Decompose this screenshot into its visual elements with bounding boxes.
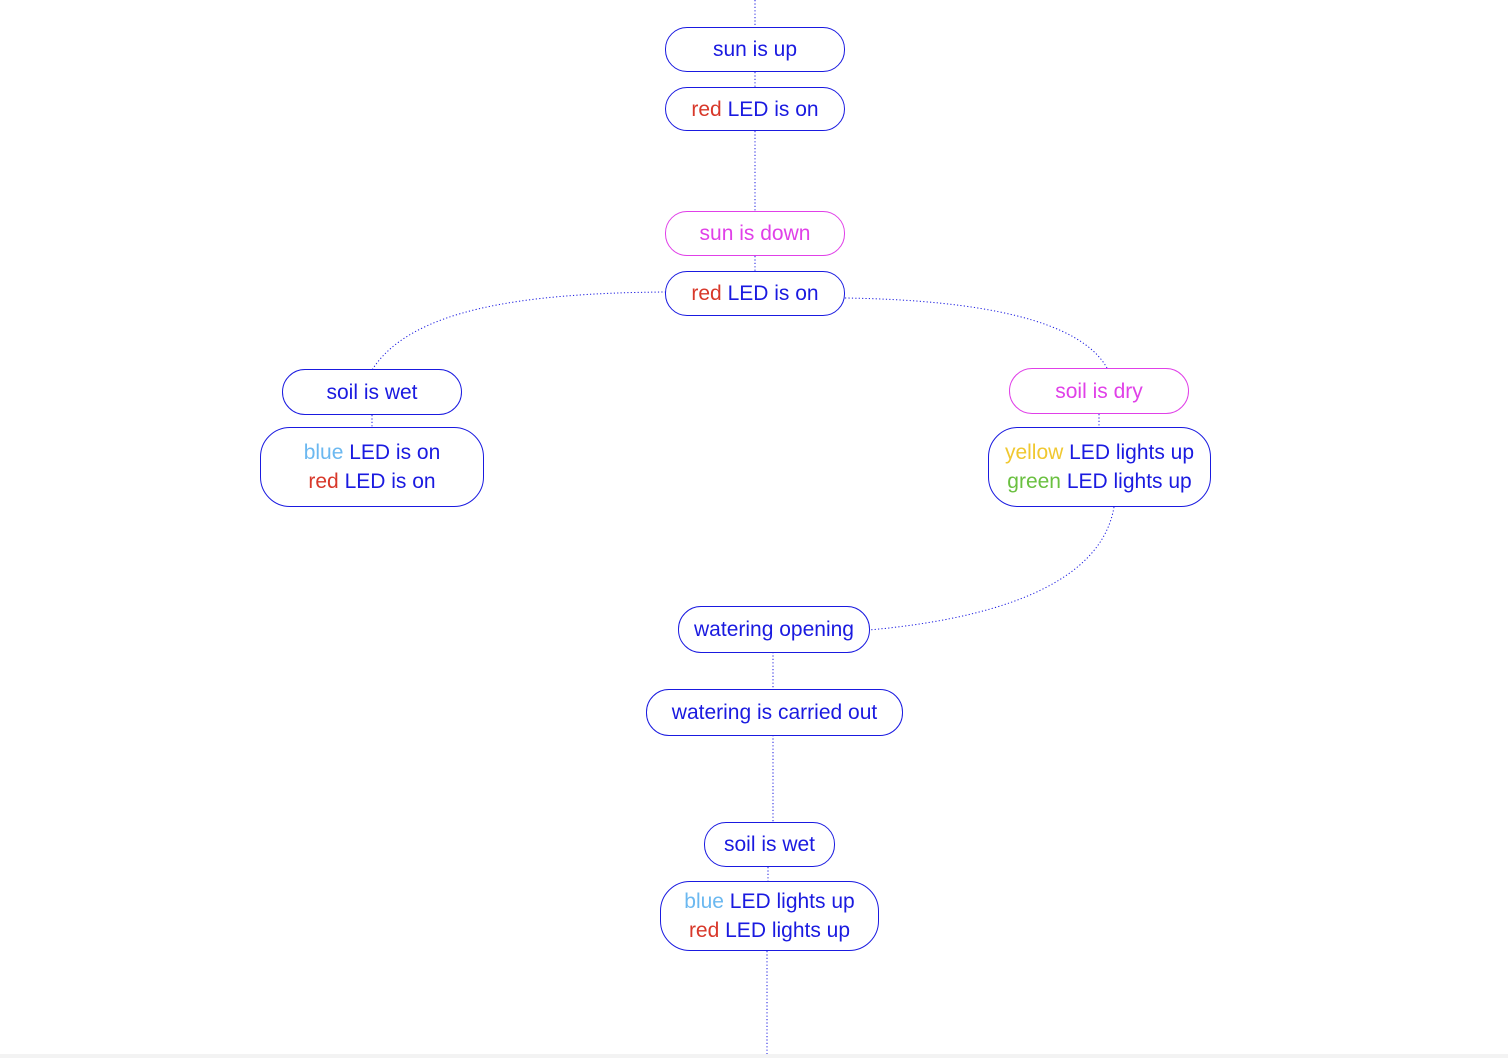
node-watering-is-carried-out: watering is carried out <box>646 689 903 736</box>
node-yellow-green-led-lights-up: yellow LED lights up green LED lights up <box>988 427 1211 507</box>
node-label: sun is up <box>712 38 798 61</box>
node-soil-is-dry: soil is dry <box>1009 368 1189 414</box>
node-label-line: blue LED is on <box>304 438 441 467</box>
node-blue-red-led-lights-up: blue LED lights up red LED lights up <box>660 881 879 951</box>
node-label-text: LED lights up <box>723 890 855 913</box>
node-label-text: LED is on <box>721 97 819 121</box>
led-color-word-red: red <box>691 97 722 121</box>
node-label-line: red LED is on <box>691 279 818 308</box>
node-label-line: yellow LED lights up <box>1005 438 1194 467</box>
node-label: soil is wet <box>326 380 418 404</box>
node-label-text: LED is on <box>343 441 441 464</box>
node-label-line: blue LED lights up <box>684 887 854 916</box>
node-label-text: LED lights up <box>1063 441 1195 464</box>
node-label: watering is carried out <box>671 701 878 724</box>
bottom-edge-strip <box>0 1054 1508 1058</box>
node-soil-is-wet-left: soil is wet <box>282 369 462 415</box>
node-label: watering opening <box>694 618 854 641</box>
node-red-led-on-2: red LED is on <box>665 271 845 316</box>
node-label: soil is dry <box>1055 379 1143 403</box>
node-red-led-on-1: red LED is on <box>665 87 845 131</box>
node-label-text: LED is on <box>338 470 436 493</box>
led-color-word-red: red <box>688 919 720 942</box>
led-color-word-blue: blue <box>684 890 724 913</box>
node-label: soil is wet <box>723 833 816 856</box>
node-watering-opening: watering opening <box>678 606 870 653</box>
led-color-word-green: green <box>1007 470 1061 493</box>
node-label-text: LED is on <box>721 282 819 305</box>
led-color-word-red: red <box>691 282 722 305</box>
connector-leds-to-watering-opening <box>868 506 1115 631</box>
node-label-text: LED lights up <box>1060 470 1192 493</box>
node-label-line: red LED is on <box>691 95 818 124</box>
node-blue-red-led-on: blue LED is on red LED is on <box>260 427 484 507</box>
node-label-line: red LED lights up <box>689 916 850 945</box>
node-soil-is-wet-bottom: soil is wet <box>704 822 835 867</box>
led-color-word-yellow: yellow <box>1004 441 1064 464</box>
led-color-word-blue: blue <box>303 441 344 464</box>
led-color-word-red: red <box>308 470 339 493</box>
node-label-line: green LED lights up <box>1007 467 1191 496</box>
node-sun-is-down: sun is down <box>665 211 845 256</box>
connector-red-led-to-soil-wet <box>371 291 667 371</box>
node-label-line: red LED is on <box>308 467 435 496</box>
node-sun-is-up: sun is up <box>665 27 845 72</box>
connector-red-led-to-soil-dry <box>844 297 1108 369</box>
node-label-text: LED lights up <box>719 919 851 942</box>
node-label: sun is down <box>699 222 811 245</box>
